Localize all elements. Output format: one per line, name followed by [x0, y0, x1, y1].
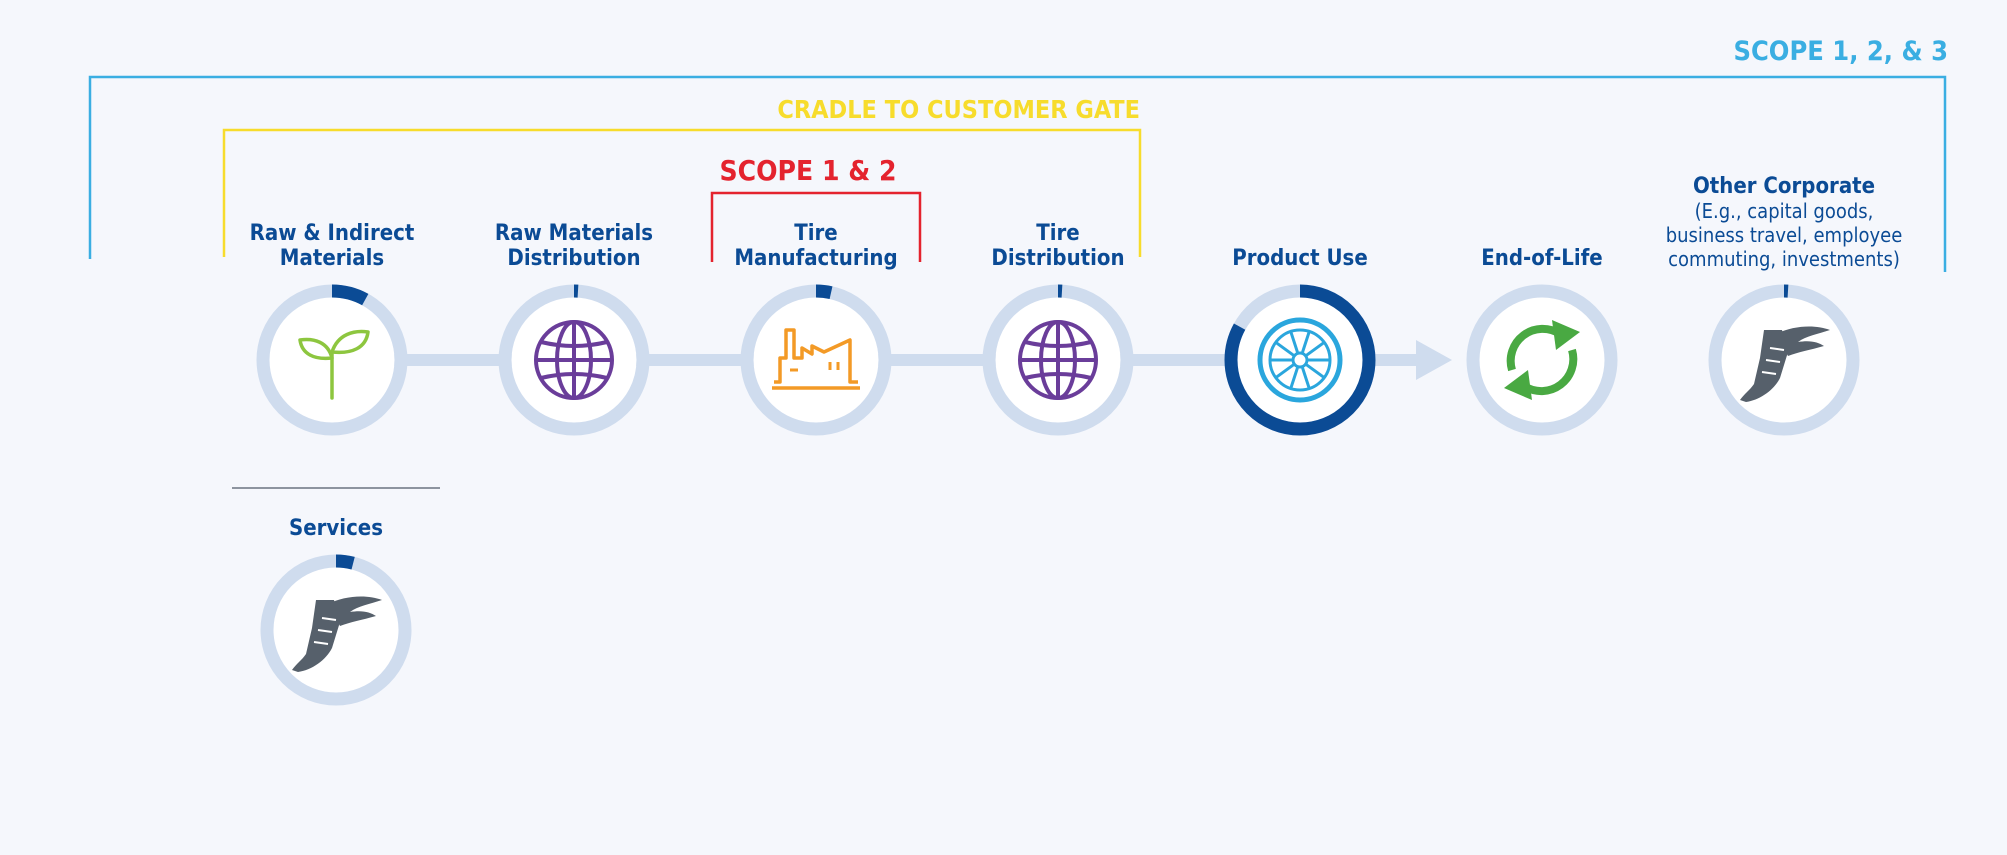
stage-label: Distribution — [991, 246, 1124, 271]
stage-label: Tire — [794, 221, 837, 246]
stage-sublabel: business travel, employee — [1666, 223, 1903, 247]
stage-label: Services — [289, 516, 383, 541]
winged-foot-icon — [1740, 326, 1830, 402]
stage-disc — [1479, 297, 1605, 423]
stage-label: Tire — [1036, 221, 1079, 246]
stage-label: Distribution — [507, 246, 640, 271]
stage-label: Manufacturing — [734, 246, 897, 271]
flow-arrow-icon — [1416, 340, 1452, 380]
scope-123-bracket: SCOPE 1, 2, & 3 — [88, 36, 1948, 272]
tire-icon — [1257, 317, 1343, 403]
ring-track — [1466, 284, 1618, 436]
stage-sublabel: (E.g., capital goods, — [1695, 199, 1874, 223]
globe-icon — [1018, 320, 1098, 400]
factory-icon — [772, 328, 860, 390]
globe-icon — [534, 320, 614, 400]
ring-share-arc — [256, 284, 408, 436]
stage-disc — [753, 297, 879, 423]
stage-label: Product Use — [1232, 246, 1368, 271]
recycle-icon — [1504, 320, 1580, 400]
ring-share-arc — [740, 284, 892, 436]
stage-label: Materials — [280, 246, 384, 271]
stage-label: End-of-Life — [1481, 246, 1602, 271]
stage-other-corporate: Other Corporate(E.g., capital goods,busi… — [1666, 174, 1903, 436]
stage-end-of-life: End-of-Life — [1466, 246, 1618, 436]
stage-sublabel: commuting, investments) — [1668, 247, 1900, 271]
cradle-gate-bracket: CRADLE TO CUSTOMER GATE — [222, 95, 1142, 257]
scope-12-label: SCOPE 1 & 2 — [719, 154, 896, 187]
winged-foot-icon — [292, 596, 382, 672]
ring-share-arc — [498, 284, 650, 436]
stage-services: Services — [260, 516, 412, 706]
ring-share-arc — [1224, 284, 1376, 436]
ring-share-arc — [260, 554, 412, 706]
stage-disc — [1237, 297, 1363, 423]
leaf-icon — [298, 329, 370, 400]
cradle-gate-label: CRADLE TO CUSTOMER GATE — [777, 95, 1140, 124]
stage-label: Raw & Indirect — [250, 221, 415, 246]
ring-share-arc — [982, 284, 1134, 436]
stage-label: Raw Materials — [495, 221, 653, 246]
stage-label: Other Corporate — [1693, 174, 1875, 199]
stage-product-use: Product Use — [1224, 246, 1376, 436]
scope-123-label: SCOPE 1, 2, & 3 — [1733, 36, 1948, 67]
scope-12-bracket: SCOPE 1 & 2 — [710, 154, 922, 262]
ring-share-arc — [1708, 284, 1860, 436]
